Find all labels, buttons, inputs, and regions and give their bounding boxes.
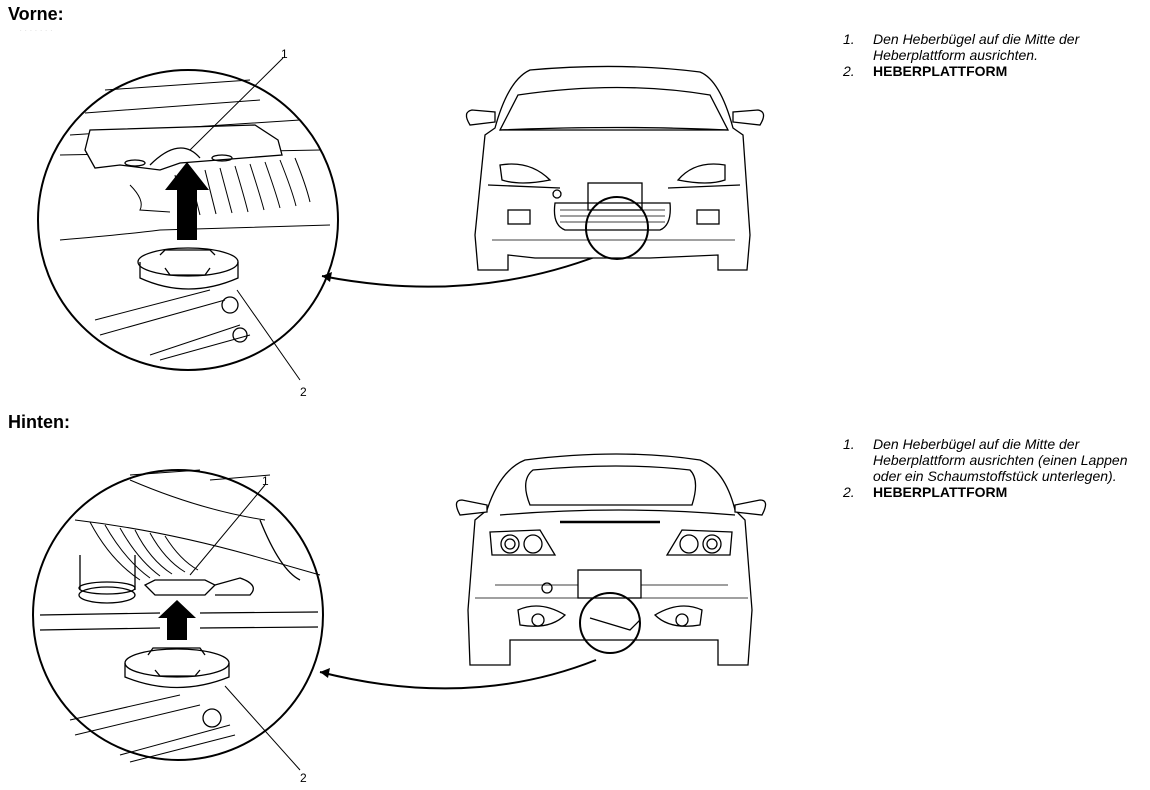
arrow-up-icon: [158, 600, 196, 640]
instruction-number: 1.: [843, 31, 855, 47]
detail-circle: [37, 69, 339, 371]
instruction-item: 2. HEBERPLATTFORM: [843, 484, 1143, 500]
instruction-text: Den Heberbügel auf die Mitte der Heberpl…: [873, 436, 1128, 484]
car-front-view: [465, 65, 765, 271]
instruction-text: HEBERPLATTFORM: [873, 484, 1008, 500]
instructions-front: 1. Den Heberbügel auf die Mitte der Hebe…: [843, 31, 1143, 79]
detail-locator-circle: [585, 196, 649, 260]
section-heading-rear: Hinten:: [8, 412, 70, 432]
instruction-item: 1. Den Heberbügel auf die Mitte der Hebe…: [843, 436, 1143, 484]
detail-locator-circle: [579, 592, 641, 654]
instruction-number: 2.: [843, 63, 855, 79]
instructions-rear: 1. Den Heberbügel auf die Mitte der Hebe…: [843, 436, 1143, 500]
section-heading-front: Vorne:: [8, 4, 64, 24]
connector-arrow-rear: [319, 659, 597, 690]
callout-1: 1: [262, 474, 269, 488]
front-lift-point-detail: 1 2: [37, 47, 339, 399]
instruction-text: Den Heberbügel auf die Mitte der Heberpl…: [873, 31, 1080, 63]
instruction-item: 1. Den Heberbügel auf die Mitte der Hebe…: [843, 31, 1143, 63]
instruction-number: 2.: [843, 484, 855, 500]
callout-1: 1: [281, 47, 288, 61]
rear-lift-point-detail: 1 2: [32, 469, 324, 785]
callout-2: 2: [300, 771, 307, 785]
connector-arrow-front: [321, 254, 601, 288]
faint-subcaption: · · · · · · ·: [20, 28, 53, 34]
instruction-item: 2. HEBERPLATTFORM: [843, 63, 1143, 79]
instruction-number: 1.: [843, 436, 855, 452]
instruction-text: HEBERPLATTFORM: [873, 63, 1008, 79]
car-rear-view: [455, 453, 767, 666]
detail-circle: [32, 469, 324, 761]
callout-2: 2: [300, 385, 307, 399]
arrow-up-icon: [165, 162, 209, 240]
